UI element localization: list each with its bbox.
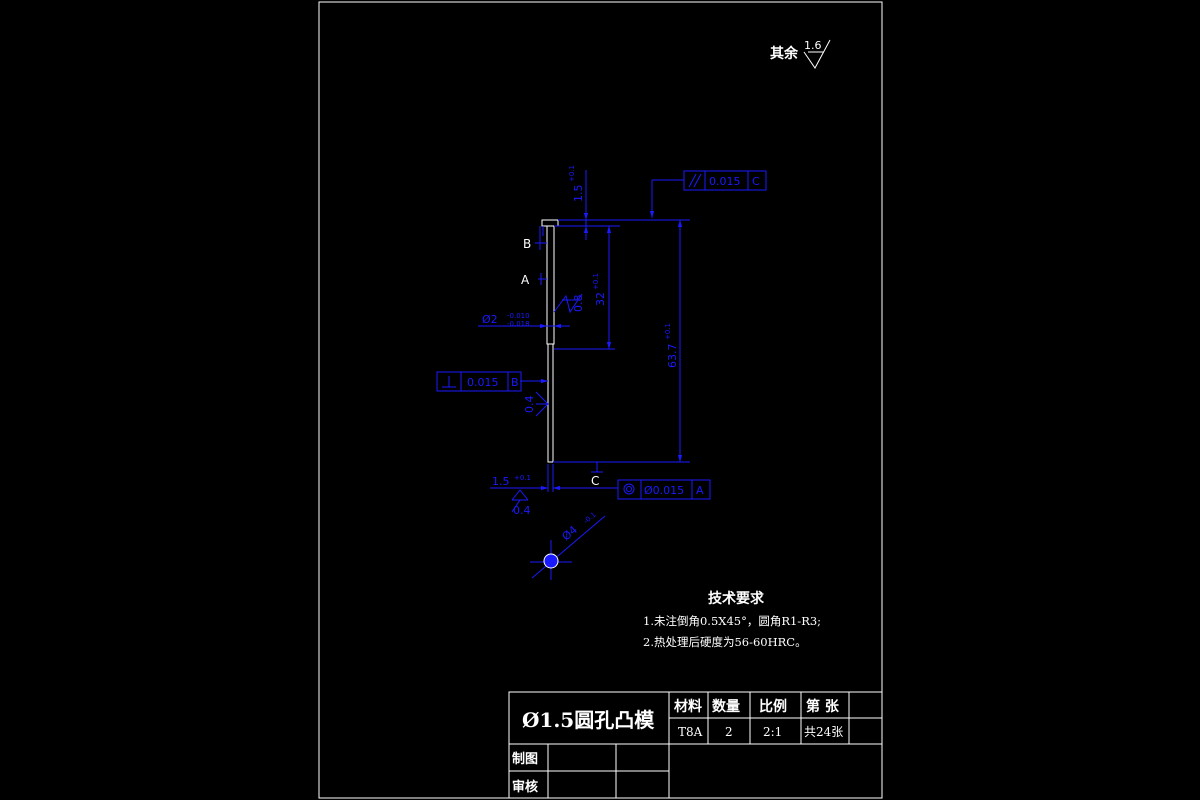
punch-tip [547,343,554,463]
surface-finish-symbol: 其余 1.6 [770,39,831,69]
roughness-08: 0.8 [572,295,585,313]
surface-finish-label: 其余 [770,45,799,62]
drawn-by-label: 制图 [512,751,538,767]
dim-diameter-2-tol2: -0.018 [507,320,530,328]
perpendicular-tolerance-frame: 0.015 B [436,371,522,392]
roughness-04-side: 0.4 [523,396,536,414]
svg-text:0.015: 0.015 [467,376,499,389]
title-block [508,691,883,799]
svg-text:Ø0.015: Ø0.015 [644,484,684,497]
roughness-04-bottom: 0.4 [513,504,531,517]
material-value: T8A [678,725,703,739]
dim-head-thickness: 1.5 [572,185,585,203]
quantity-label: 数量 [712,698,740,715]
dim-diameter-2: Ø2 [482,313,498,326]
datum-b-label: B [523,237,531,251]
tech-requirements: 技术要求 1.未注倒角0.5X45°，圆角R1-R3; 2.热处理后硬度为56-… [643,590,821,649]
svg-text:A: A [696,484,704,497]
reviewed-by-label: 审核 [512,779,538,795]
tech-requirement-2: 2.热处理后硬度为56-60HRC。 [643,635,807,649]
datum-a-label: A [521,273,530,287]
surface-finish-value: 1.6 [804,39,822,52]
concentric-icon [623,483,635,495]
svg-text:B: B [511,376,519,389]
punch-part-drawing [478,170,690,580]
punch-head [541,219,559,227]
material-label: 材料 [674,698,702,715]
sheet-label: 第 张 [806,698,840,715]
svg-text:0.015: 0.015 [709,175,741,188]
scale-value: 2:1 [763,725,782,739]
parallel-tolerance-frame: 0.015 C [683,170,767,191]
parallel-icon [688,173,697,188]
total-sheets-value: 共24张 [804,725,843,739]
sheet-border [318,1,883,799]
dim-length-32: 32 [594,292,607,306]
tech-requirement-1: 1.未注倒角0.5X45°，圆角R1-R3; [643,614,821,628]
quantity-value: 2 [725,725,733,739]
dim-tip-length-tol: +0.1 [514,474,531,482]
datum-c-label: C [591,474,599,488]
tech-requirements-title: 技术要求 [708,590,765,607]
section-circle [543,553,559,569]
part-name: Ø1.5圆孔凸模 [522,708,655,732]
dim-length-32-tol: +0.1 [592,273,600,290]
scale-label: 比例 [759,698,787,715]
dim-head-thickness-tol: +0.1 [568,165,576,182]
dim-diameter-4-tol: -0.1 [582,511,598,526]
dim-total-length-tol: +0.1 [664,323,672,340]
dim-tip-length: 1.5 [492,475,510,488]
dim-diameter-2-tol: -0.010 [507,312,530,320]
dim-total-length: 63.7 [666,344,679,369]
concentricity-tolerance-frame: Ø0.015 A [617,479,711,500]
svg-text:C: C [752,175,760,188]
